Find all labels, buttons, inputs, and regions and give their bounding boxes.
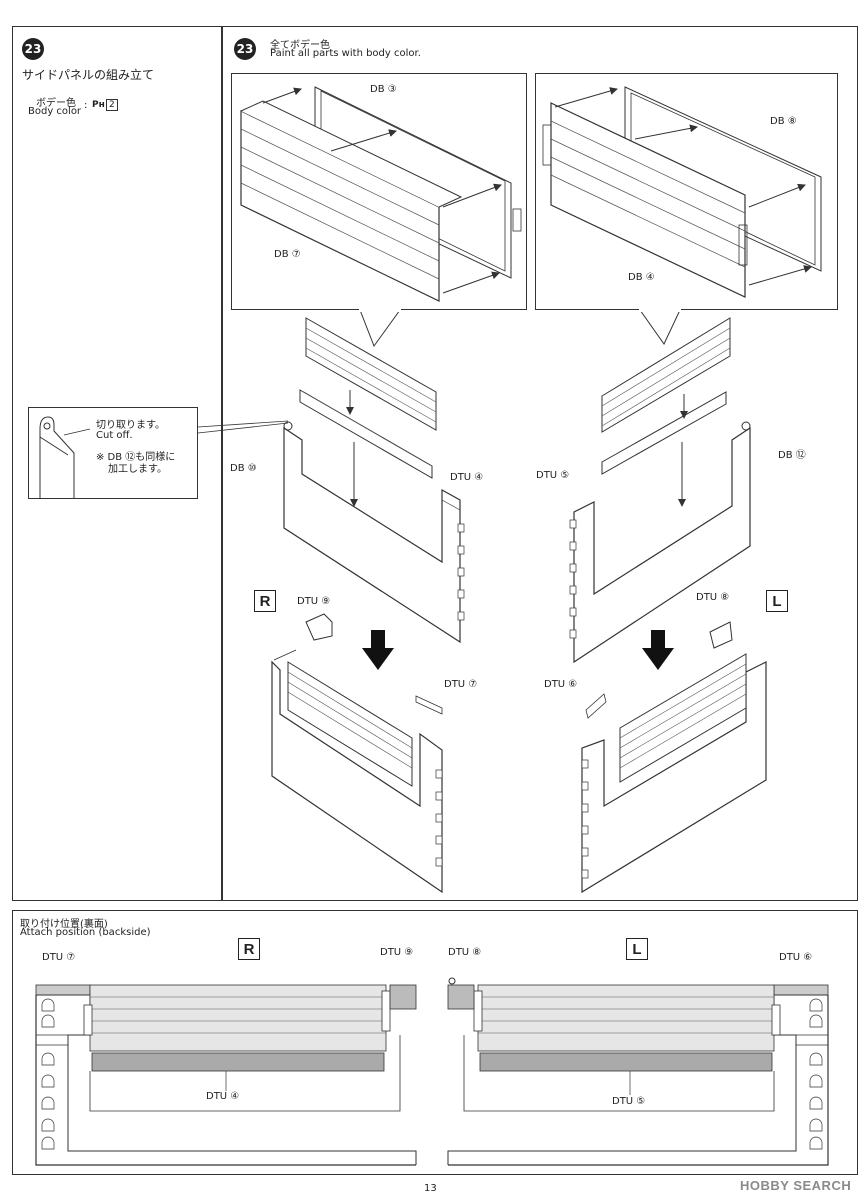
cutoff-text-jp: 切り取ります。 [96, 420, 165, 431]
label-dtu6-bottom: DTU ⑥ [779, 952, 813, 963]
label-dtu5-bottom: DTU ⑤ [612, 1096, 646, 1107]
attach-title-jp: 取り付け位置(裏面) [20, 919, 108, 930]
paint-note-en: Paint all parts with body color. [270, 48, 421, 59]
cutoff-note-db12: ※ DB ⑫も同様に [96, 452, 176, 463]
body-color-colon: : [84, 100, 88, 111]
attach-side-r: R [238, 938, 260, 960]
attach-title-en: Attach position (backside) [20, 927, 151, 938]
exploded-view-l [569, 317, 751, 664]
label-dtu8-top: DTU ⑧ [696, 592, 730, 603]
label-dtu5: DTU ⑤ [536, 470, 570, 481]
main-diagram-panel [222, 26, 858, 901]
attach-side-l: L [626, 938, 648, 960]
paint-number-box: 2 [106, 99, 118, 111]
exploded-view-r [283, 317, 465, 644]
label-db12: DB ⑫ [778, 450, 806, 461]
label-db7: DB ⑦ [274, 249, 301, 260]
paint-code: Pн [92, 100, 105, 110]
label-dtu7-top: DTU ⑦ [444, 679, 478, 690]
label-dtu9-bottom: DTU ⑨ [380, 947, 414, 958]
attach-position-panel [12, 910, 858, 1175]
label-dtu8-bottom: DTU ⑧ [448, 947, 482, 958]
label-db8: DB ⑧ [770, 116, 797, 127]
assembled-view-l [581, 621, 767, 894]
watermark-logo: HOBBY SEARCH [740, 1178, 852, 1193]
label-dtu4-bottom: DTU ④ [206, 1091, 240, 1102]
left-column-panel [12, 26, 222, 901]
label-dtu6-top: DTU ⑥ [544, 679, 578, 690]
label-dtu9-top: DTU ⑨ [297, 596, 331, 607]
side-marker-r: R [254, 590, 276, 612]
cutoff-note-process: 加工します。 [108, 464, 167, 475]
label-dtu7-bottom: DTU ⑦ [42, 952, 76, 963]
step-number-badge: 23 [22, 38, 44, 60]
down-arrow-icon [642, 630, 674, 670]
down-arrow-icon [362, 630, 394, 670]
backside-drawing-l [447, 977, 829, 1166]
label-db4: DB ④ [628, 272, 655, 283]
page-number: 13 [424, 1183, 437, 1194]
cutoff-text-en: Cut off. [96, 430, 133, 441]
label-dtu4: DTU ④ [450, 472, 484, 483]
main-step-number-badge: 23 [234, 38, 256, 60]
cutoff-detail-drawing [39, 416, 289, 499]
paint-note-jp: 全てボデー色 [270, 40, 330, 51]
backside-drawing-r [35, 984, 417, 1166]
label-db10: DB ⑩ [230, 463, 257, 474]
detail-box-left-side [535, 73, 838, 310]
side-marker-l: L [766, 590, 788, 612]
body-color-en: Body color [28, 106, 82, 117]
side-panel-assembly-drawing-l [542, 86, 822, 298]
side-panel-assembly-drawing-r [240, 86, 522, 302]
assembled-view-r [271, 613, 443, 894]
label-db3: DB ③ [370, 84, 397, 95]
step-title: サイドパネルの組み立て [22, 68, 155, 82]
detail-pointers [359, 308, 681, 348]
body-color-jp: ボデー色 [36, 98, 76, 109]
cutoff-callout-box [28, 407, 198, 499]
